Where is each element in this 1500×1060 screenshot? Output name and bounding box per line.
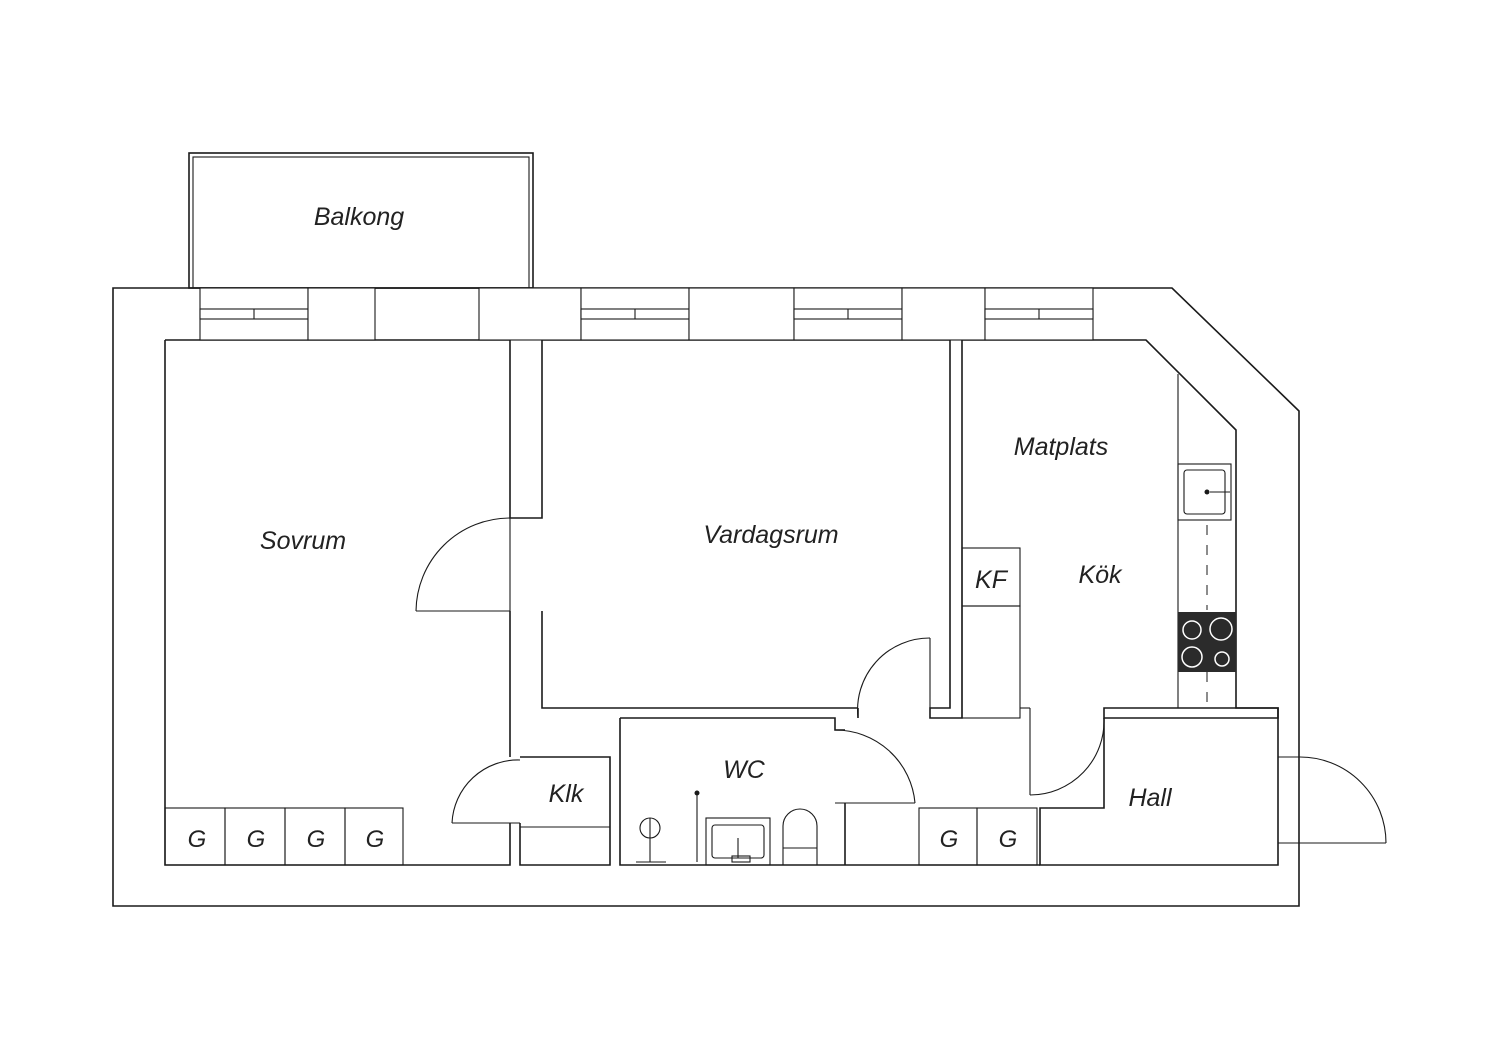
- wardrobe-row-hall: [918, 807, 1038, 866]
- wc-west-wall: [619, 718, 845, 866]
- sovrum-door[interactable]: [415, 517, 511, 612]
- window-sovrum: [199, 287, 376, 341]
- window-kok: [984, 287, 1094, 341]
- vardagsrum-wall: [541, 611, 858, 709]
- entrance-door[interactable]: [1278, 756, 1387, 844]
- room-label-klk: Klk: [549, 780, 585, 808]
- kitchen-sink: [1177, 463, 1232, 521]
- toilet-icon: [782, 808, 818, 865]
- room-label-kok: Kök: [1078, 561, 1123, 589]
- sovrum-wall: [164, 340, 511, 866]
- hall-wall: [1103, 707, 1279, 719]
- klk-door[interactable]: [451, 759, 521, 824]
- fridge-freezer: [961, 547, 1030, 719]
- wc-sink-icon: [705, 817, 771, 866]
- shower-icon: [636, 790, 700, 863]
- room-label-vardagsrum: Vardagsrum: [703, 521, 838, 549]
- room-label-hall: Hall: [1128, 784, 1173, 812]
- wc-door[interactable]: [834, 729, 916, 804]
- window-vardagsrum-1: [478, 287, 795, 341]
- room-label-balkong: Balkong: [314, 203, 404, 231]
- wardrobe-label: G: [307, 826, 326, 853]
- room-label-wc: WC: [723, 756, 766, 784]
- window-vardagsrum-2: [793, 287, 986, 341]
- wardrobe-label: G: [247, 826, 266, 853]
- vardagsrum-door[interactable]: [857, 637, 931, 719]
- wardrobe-row-sovrum: [164, 807, 404, 866]
- wardrobe-label: G: [940, 826, 959, 853]
- room-label-kf: KF: [975, 566, 1009, 594]
- wardrobe-label: G: [366, 826, 385, 853]
- room-label-matplats: Matplats: [1014, 433, 1108, 461]
- room-label-sovrum: Sovrum: [260, 527, 346, 555]
- stove-icon: [1178, 612, 1236, 672]
- kok-door[interactable]: [1029, 708, 1105, 796]
- klk-closet: [519, 756, 611, 866]
- wc-wall: [620, 717, 845, 731]
- outer-wall: [112, 287, 1300, 907]
- wardrobe-label: G: [188, 826, 207, 853]
- inner-wall-outline: [165, 339, 1279, 866]
- wardrobe-label: G: [999, 826, 1018, 853]
